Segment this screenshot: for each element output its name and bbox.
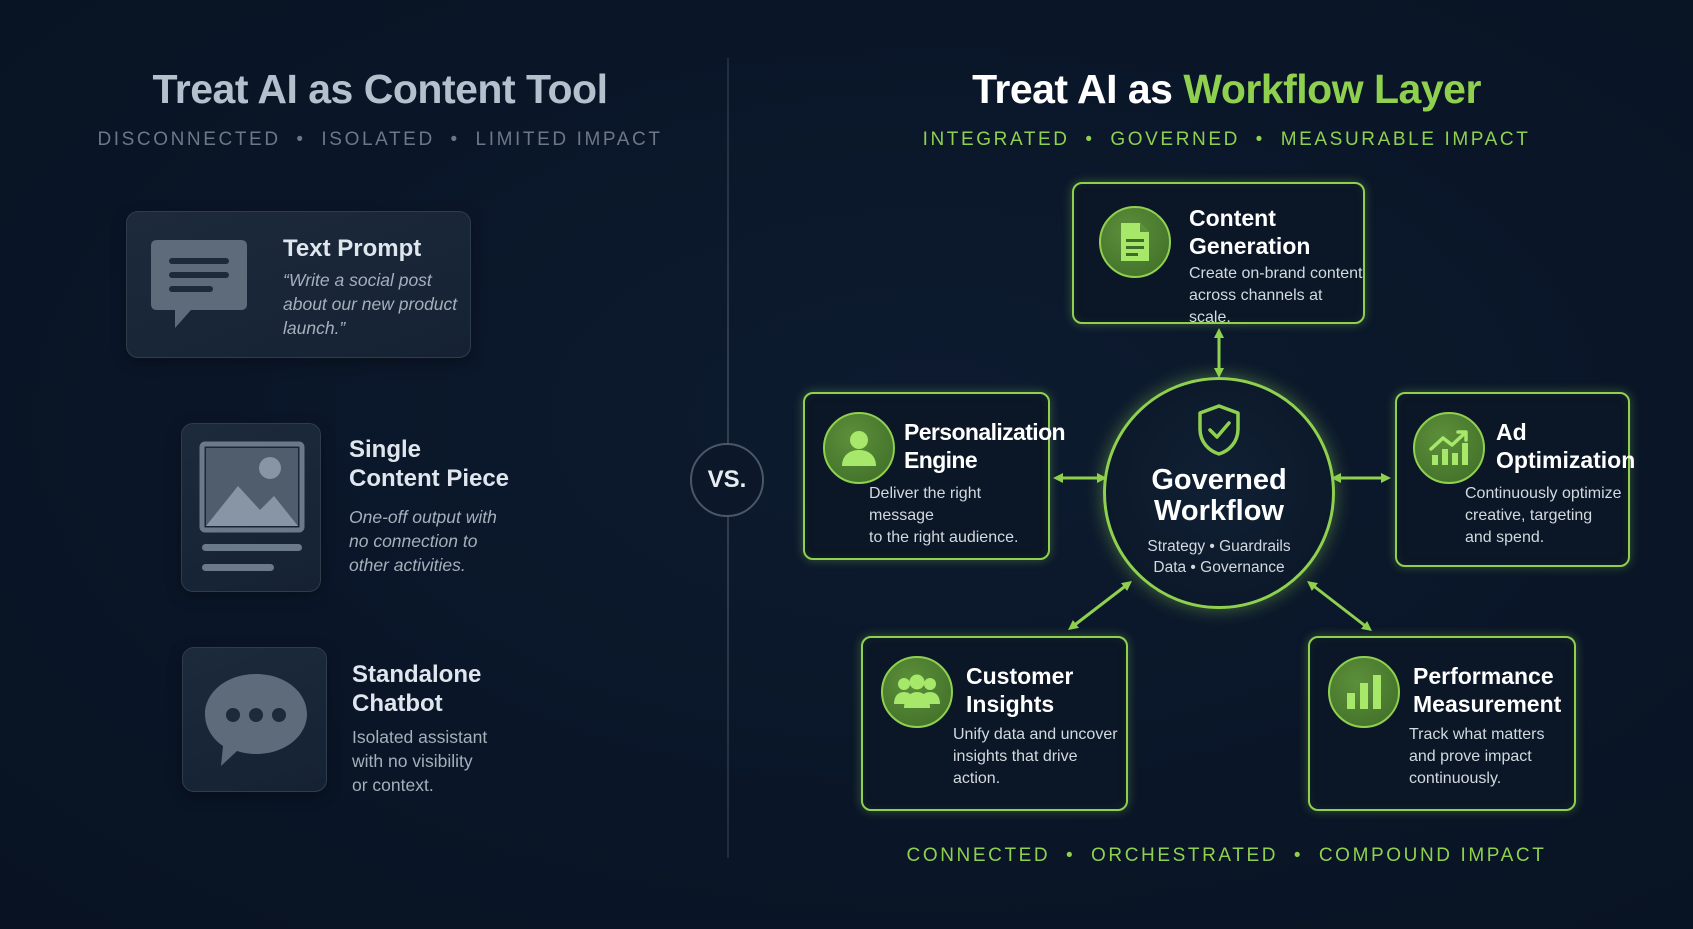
ad-optimization-title-line: Optimization [1496, 447, 1636, 473]
content-generation-body-line: Create on-brand content [1189, 265, 1363, 282]
hub-line-1: Strategy • Guardrails [1147, 538, 1291, 555]
standalone-chatbot-body-line: or context. [352, 775, 434, 795]
ad-optimization-body: Continuously optimize creative, targetin… [1465, 483, 1622, 549]
text-prompt-title: Text Prompt [283, 235, 422, 262]
performance-body: Track what matters and prove impact cont… [1409, 724, 1544, 790]
customer-insights-title-line: Customer [966, 663, 1074, 689]
customer-insights-body-line: action. [953, 770, 1001, 787]
users-group-icon [894, 674, 940, 708]
content-generation-title-line: Content [1189, 205, 1276, 231]
single-content-title-line: Content Piece [349, 465, 510, 492]
bar-chart-icon [1347, 675, 1381, 709]
customer-insights-body: Unify data and uncover insights that dri… [953, 724, 1118, 790]
personalization-engine-card: Personalization Engine Deliver the right… [803, 392, 1066, 560]
content-generation-card: Content Generation Create on-brand conte… [1072, 182, 1365, 326]
right-title-prefix: Treat AI as [972, 66, 1184, 112]
right-title-accent: Workflow Layer [1183, 66, 1481, 112]
text-prompt-body-line: “Write a social post [283, 270, 432, 290]
performance-measurement-card: Performance Measurement Track what matte… [1308, 636, 1576, 811]
personalization-title: Personalization Engine [904, 418, 1066, 474]
shield-check-icon [1196, 403, 1242, 462]
chat-dots-icon [203, 670, 309, 775]
right-subtitle: INTEGRATED • GOVERNED • MEASURABLE IMPAC… [922, 129, 1531, 150]
standalone-chatbot-body: Isolated assistant with no visibility or… [352, 725, 487, 797]
personalization-icon-badge [823, 412, 895, 484]
single-content-body-line: no connection to [349, 531, 478, 551]
personalization-body: Deliver the right message to the right a… [869, 483, 1048, 549]
customer-insights-title-line: Insights [966, 691, 1055, 717]
hub-title: Governed Workflow [1103, 465, 1335, 527]
content-generation-title: Content Generation [1189, 204, 1310, 260]
customer-insights-icon-badge [881, 656, 953, 728]
text-prompt-body-line: about our new product [283, 294, 458, 314]
performance-icon-badge [1328, 656, 1400, 728]
personalization-title-line: Engine [904, 447, 978, 473]
performance-title-line: Measurement [1413, 691, 1562, 717]
customer-insights-body-line: insights that drive [953, 748, 1078, 765]
single-content-title-line: Single [349, 436, 422, 463]
standalone-chatbot-title-line: Standalone [352, 661, 482, 688]
connector-performance [1307, 580, 1372, 632]
performance-title: Performance Measurement [1413, 662, 1561, 718]
single-content-body: One-off output with no connection to oth… [349, 505, 497, 577]
text-prompt-body: “Write a social post about our new produ… [283, 268, 457, 340]
single-content-body-line: other activities. [349, 555, 466, 575]
text-prompt-card: Text Prompt “Write a social post about o… [126, 211, 471, 358]
single-content-body-line: One-off output with [349, 507, 497, 527]
ad-optimization-title-line: Ad [1496, 419, 1527, 445]
governed-workflow-hub [1103, 377, 1335, 609]
content-generation-body-line: across channels at scale. [1189, 287, 1323, 326]
ad-optimization-card: Ad Optimization Continuously optimize cr… [1395, 392, 1635, 567]
content-generation-icon-badge [1099, 206, 1171, 278]
standalone-chatbot-icon-tile [182, 647, 327, 792]
ad-optimization-body-line: creative, targeting [1465, 507, 1593, 524]
chat-lines-icon [149, 234, 249, 339]
personalization-body-line: Deliver the right message [869, 485, 982, 524]
ad-optimization-body-line: and spend. [1465, 529, 1545, 546]
standalone-chatbot-body-line: with no visibility [352, 751, 473, 771]
trend-up-chart-icon [1429, 430, 1468, 465]
ad-optimization-title: Ad Optimization [1496, 418, 1635, 474]
left-subtitle: DISCONNECTED • ISOLATED • LIMITED IMPACT [97, 129, 663, 150]
ad-optimization-body-line: Continuously optimize [1465, 485, 1622, 502]
single-content-title: Single Content Piece [349, 435, 509, 493]
personalization-body-line: to the right audience. [869, 529, 1019, 546]
hub-title-line: Governed [1151, 464, 1287, 496]
ad-optimization-icon-badge [1413, 412, 1485, 484]
performance-title-line: Performance [1413, 663, 1554, 689]
hub-line-2: Data • Governance [1153, 559, 1285, 576]
content-generation-title-line: Generation [1189, 233, 1311, 259]
customer-insights-title: Customer Insights [966, 662, 1073, 718]
personalization-title-line: Personalization [904, 419, 1066, 445]
left-title: Treat AI as Content Tool [152, 66, 608, 112]
document-icon [1121, 223, 1149, 261]
standalone-chatbot-title-line: Chatbot [352, 690, 443, 717]
performance-body-line: Track what matters [1409, 726, 1545, 743]
standalone-chatbot-body-line: Isolated assistant [352, 727, 488, 747]
performance-body-line: continuously. [1409, 770, 1502, 787]
connector-insights [1068, 580, 1132, 631]
bottom-subtitle: CONNECTED • ORCHESTRATED • COMPOUND IMPA… [906, 845, 1547, 866]
vs-badge: VS. [690, 443, 764, 517]
performance-body-line: and prove impact [1409, 748, 1532, 765]
user-icon [842, 431, 876, 466]
standalone-chatbot-title: Standalone Chatbot [352, 660, 481, 718]
text-prompt-body-line: launch.” [283, 318, 346, 338]
customer-insights-body-line: Unify data and uncover [953, 726, 1118, 743]
hub-title-line: Workflow [1154, 495, 1284, 527]
customer-insights-card: Customer Insights Unify data and uncover… [861, 636, 1128, 811]
single-content-icon-tile [181, 423, 321, 592]
image-document-icon [198, 440, 306, 585]
right-title: Treat AI as Workflow Layer [760, 66, 1693, 113]
content-generation-body: Create on-brand content across channels … [1189, 263, 1363, 329]
